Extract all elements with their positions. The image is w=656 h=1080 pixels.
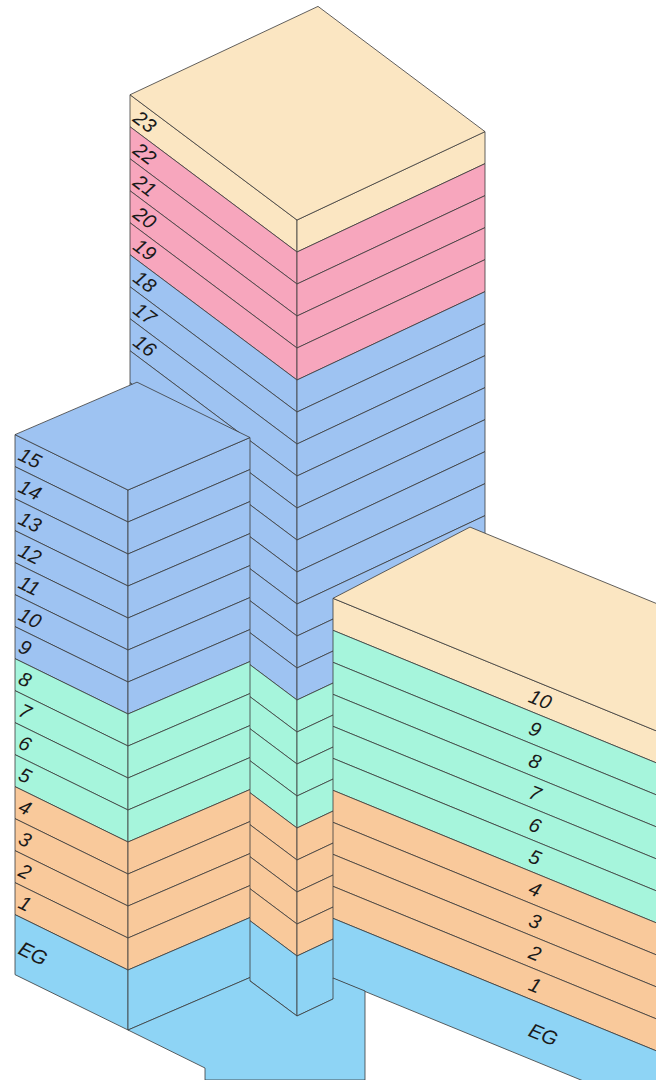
floor-number: 9 bbox=[16, 636, 35, 659]
floor-number: 16 bbox=[130, 331, 160, 360]
ground-plinth bbox=[128, 978, 365, 1080]
floor-number: 4 bbox=[526, 878, 544, 901]
floor-number: 3 bbox=[526, 910, 544, 933]
floor-number: 20 bbox=[130, 203, 160, 232]
floor-number: EG bbox=[526, 1020, 560, 1049]
floor-number: 14 bbox=[16, 476, 45, 504]
floor-number: 5 bbox=[526, 846, 544, 869]
floor-number: 7 bbox=[16, 700, 35, 723]
floor-number: 21 bbox=[130, 171, 160, 200]
floor-number: 6 bbox=[526, 814, 544, 837]
floor-number: 22 bbox=[130, 139, 160, 168]
floor-number: 15 bbox=[16, 444, 45, 472]
floor-number: 7 bbox=[526, 782, 544, 805]
floor-number: 2 bbox=[16, 860, 35, 883]
floor-number: 1 bbox=[16, 892, 35, 915]
floor-number: 10 bbox=[526, 686, 554, 713]
building-block bbox=[333, 527, 656, 1080]
floor-number: 2 bbox=[526, 942, 544, 965]
floor-number: EG bbox=[16, 938, 51, 969]
floor-number: 11 bbox=[16, 572, 43, 599]
floor-face bbox=[333, 918, 656, 1080]
roof-face bbox=[130, 6, 485, 220]
floor-number: 17 bbox=[130, 299, 160, 328]
floor-number: 12 bbox=[16, 540, 45, 568]
floor-number: 9 bbox=[526, 718, 544, 741]
floor-number: 4 bbox=[16, 796, 35, 819]
building-block bbox=[15, 382, 250, 1030]
floor-number: 19 bbox=[130, 235, 160, 264]
floor-number: 23 bbox=[130, 107, 160, 136]
floor-number: 6 bbox=[16, 732, 35, 755]
floor-face bbox=[15, 915, 128, 1030]
floor-number: 10 bbox=[16, 604, 45, 632]
floor-number: 1 bbox=[526, 974, 544, 997]
floor-number: 8 bbox=[16, 668, 35, 691]
floor-number: 8 bbox=[526, 750, 544, 773]
roof-face bbox=[15, 382, 250, 490]
floor-number: 5 bbox=[16, 764, 35, 787]
floor-number: 13 bbox=[16, 508, 45, 536]
roof-face bbox=[333, 527, 656, 757]
floor-number: 18 bbox=[130, 267, 160, 296]
floor-number: 3 bbox=[16, 828, 35, 851]
